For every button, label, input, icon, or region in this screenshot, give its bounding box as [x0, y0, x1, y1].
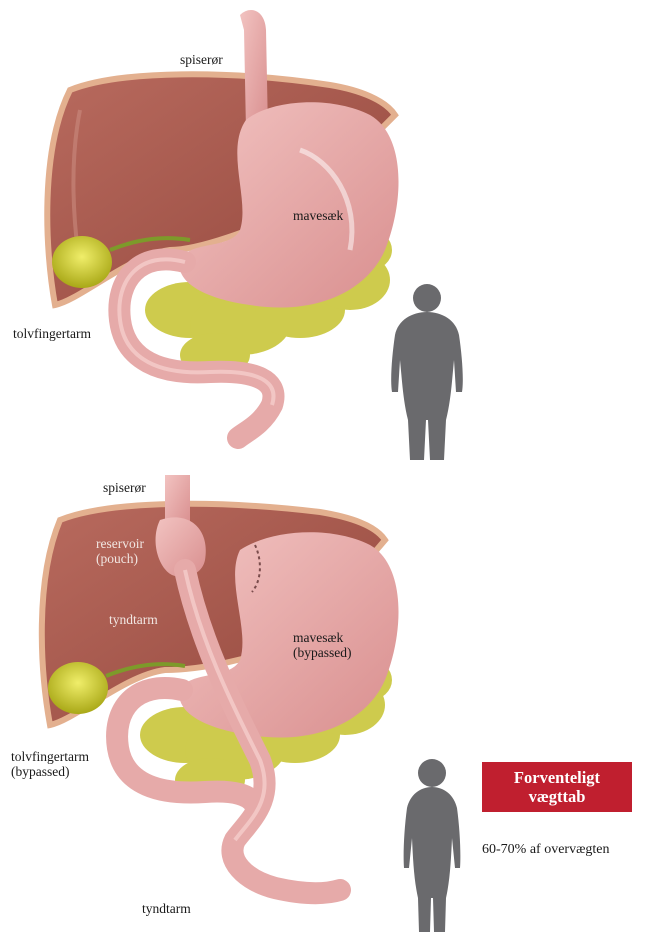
- expected-weight-loss-value: 60-70% af overvægten: [482, 842, 610, 858]
- gallbladder: [52, 236, 112, 288]
- label-duodenum-bypassed: tolvfingertarm (bypassed): [11, 749, 89, 779]
- label-esophagus-bottom: spiserør: [103, 480, 146, 495]
- label-stomach-bypassed: mavesæk (bypassed): [293, 630, 351, 660]
- person-silhouette-icon: [391, 284, 463, 460]
- label-small-intestine-upper: tyndtarm: [109, 612, 158, 627]
- label-small-intestine-lower: tyndtarm: [142, 901, 191, 916]
- top-anatomy: [47, 10, 463, 460]
- label-pouch: reservoir (pouch): [96, 536, 144, 566]
- gallbladder: [48, 662, 108, 714]
- person-silhouette-icon: [404, 759, 461, 932]
- label-stomach-top: mavesæk: [293, 208, 343, 223]
- label-duodenum-top: tolvfingertarm: [13, 326, 91, 341]
- expected-weight-loss-badge: Forventeligt vægttab: [482, 762, 632, 812]
- label-esophagus-top: spiserør: [180, 52, 223, 67]
